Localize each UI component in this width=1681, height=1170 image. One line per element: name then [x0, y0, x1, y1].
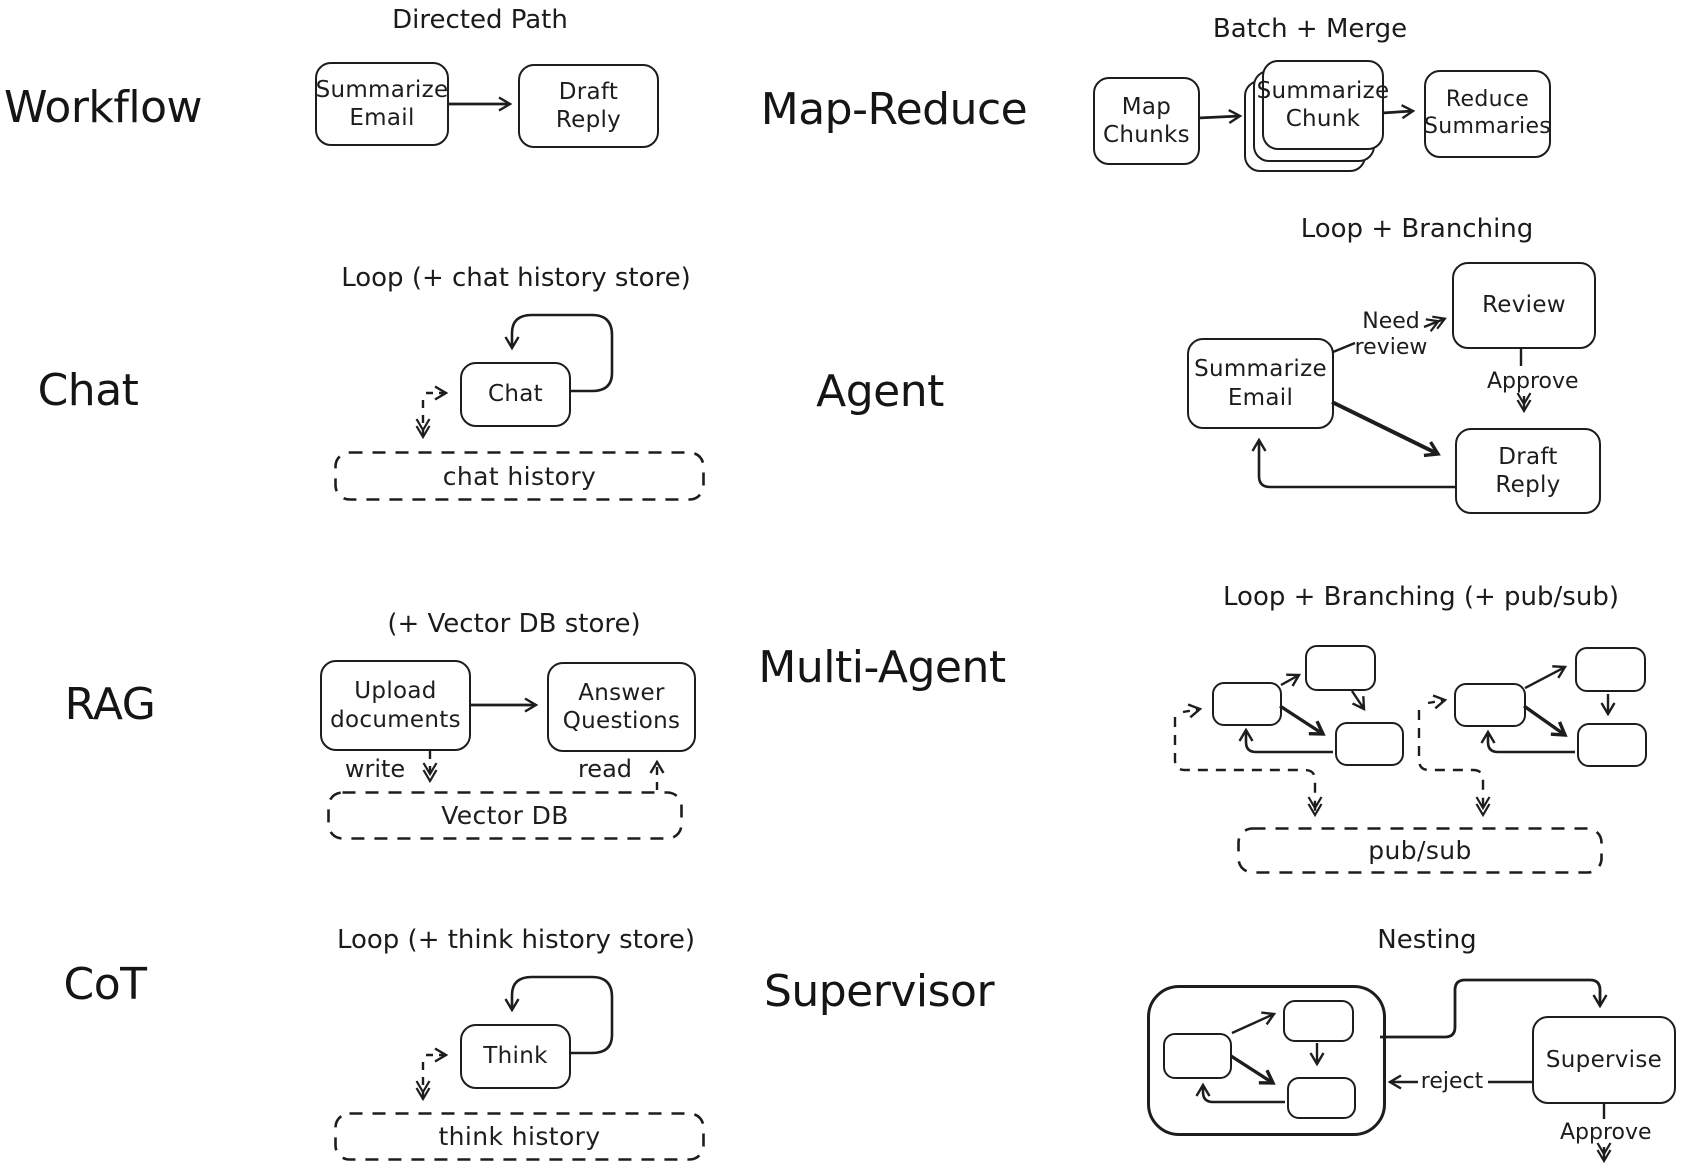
node-text-line: Summarize	[1194, 356, 1327, 383]
rag-label: RAG	[64, 679, 156, 730]
agent-node-summarize-email: Summarize Email	[1187, 338, 1334, 429]
map-reduce-label: Map-Reduce	[760, 84, 1028, 135]
node-text-line: Chunks	[1103, 122, 1190, 148]
node-text-line: Email	[1227, 384, 1294, 411]
multi-agent-left-arrow-3	[1351, 690, 1366, 711]
node-text-line: Email	[349, 105, 415, 131]
chat-node: Chat	[460, 362, 571, 427]
node-text-line: Draft	[1498, 443, 1558, 470]
supervisor-inner-node	[1287, 1077, 1356, 1119]
node-text-line: Supervise	[1545, 1046, 1663, 1073]
cot-label: CoT	[63, 959, 147, 1010]
multi-agent-right-loop-back	[1480, 729, 1575, 754]
multi-agent-right-cluster-node	[1575, 647, 1646, 692]
multi-agent-right-arrow-1	[1524, 665, 1568, 690]
node-text-line: Reduce	[1445, 87, 1530, 113]
map-reduce-title: Batch + Merge	[1212, 14, 1408, 44]
multi-agent-left-arrow-2	[1279, 704, 1326, 736]
agent-label: Agent	[816, 366, 944, 417]
store-text: Vector DB	[441, 801, 569, 830]
agent-need-review-tick	[1332, 341, 1356, 354]
map-reduce-node-map-chunks: Map Chunks	[1093, 77, 1200, 165]
rag-read-edge-label: read	[577, 755, 633, 783]
supervisor-reject-edge-label: reject	[1420, 1069, 1484, 1094]
agent-approve-edge-label: Approve	[1487, 369, 1579, 394]
multi-agent-title: Loop + Branching (+ pub/sub)	[1223, 582, 1619, 612]
node-text-line: Answer	[578, 679, 665, 706]
node-text-line: Summarize	[315, 76, 449, 103]
multi-agent-left-arrow-1	[1280, 673, 1302, 687]
map-reduce-arrow-1	[1197, 108, 1243, 125]
node-text-line: Draft	[558, 78, 619, 105]
node-text-line: Upload	[354, 678, 437, 705]
multi-agent-right-entry-arrow	[1427, 694, 1448, 710]
map-reduce-node-reduce-summaries: Reduce Summaries	[1424, 70, 1551, 158]
supervisor-title: Nesting	[1377, 925, 1477, 955]
node-text-line: documents	[330, 706, 461, 733]
agent-need-review-edge-label: Need review	[1353, 309, 1429, 362]
node-text-line: Chunk	[1285, 106, 1361, 132]
supervisor-label: Supervisor	[763, 966, 995, 1017]
store-text: think history	[438, 1122, 601, 1151]
edge-label-line: Need	[1362, 309, 1420, 334]
supervisor-node-supervise: Supervise	[1532, 1016, 1676, 1104]
node-text-line: Reply	[1495, 472, 1561, 498]
workflow-node-draft-reply: Draft Reply	[518, 64, 659, 148]
supervisor-approve-edge-label: Approve	[1560, 1120, 1652, 1145]
store-text: chat history	[442, 461, 597, 491]
agent-loop-back-arrow	[1251, 437, 1455, 489]
supervisor-inner-node	[1283, 1000, 1354, 1042]
node-text-line: Map	[1121, 93, 1172, 120]
rag-write-edge-label: write	[344, 755, 406, 783]
map-reduce-node-summarize-chunk: Summarize Chunk	[1257, 60, 1389, 150]
node-text-line: Questions	[562, 708, 681, 734]
multi-agent-right-cluster-node	[1577, 723, 1647, 767]
supervisor-inner-node	[1163, 1033, 1232, 1079]
multi-agent-right-cluster-node	[1454, 683, 1526, 727]
agent-node-draft-reply: Draft Reply	[1455, 428, 1601, 514]
store-text: pub/sub	[1368, 836, 1472, 865]
node-text-line: Think	[483, 1043, 548, 1070]
think-history-store: think history	[335, 1113, 704, 1160]
multi-agent-left-cluster-node	[1305, 645, 1376, 691]
multi-agent-label: Multi-Agent	[758, 642, 1006, 693]
vector-db-store: Vector DB	[328, 792, 682, 839]
chat-title: Loop (+ chat history store)	[341, 263, 691, 293]
edge-label-line: review	[1354, 335, 1428, 361]
workflow-label: Workflow	[3, 82, 203, 133]
multi-agent-right-arrow-2	[1523, 704, 1568, 737]
agent-draft-arrow	[1331, 400, 1441, 458]
multi-agent-left-cluster-node	[1212, 682, 1282, 726]
agent-node-review: Review	[1452, 262, 1596, 349]
rag-title: (+ Vector DB store)	[387, 609, 641, 639]
multi-agent-left-entry-arrow	[1182, 703, 1203, 719]
node-text-line: Chat	[488, 381, 543, 408]
node-text-line: Summaries	[1423, 114, 1552, 139]
node-text-line: Summarize	[1256, 77, 1390, 104]
rag-node-upload-documents: Upload documents	[320, 660, 471, 751]
rag-node-answer-questions: Answer Questions	[547, 662, 696, 752]
workflow-node-summarize-email: Summarize Email	[315, 62, 449, 146]
pub-sub-store: pub/sub	[1238, 828, 1602, 873]
multi-agent-left-loop-back	[1238, 727, 1333, 754]
chat-history-store: chat history	[335, 452, 704, 500]
workflow-title: Directed Path	[392, 5, 568, 35]
multi-agent-left-cluster-node	[1335, 722, 1404, 766]
map-reduce-arrow-2	[1381, 104, 1416, 120]
chat-label: Chat	[37, 365, 139, 416]
multi-agent-left-pubsub-arrow	[1173, 717, 1323, 818]
node-text-line: Review	[1482, 292, 1566, 319]
cot-node-think: Think	[460, 1024, 571, 1089]
cot-title: Loop (+ think history store)	[336, 925, 696, 955]
node-text-line: Reply	[555, 107, 622, 133]
agent-title: Loop + Branching	[1300, 214, 1534, 244]
